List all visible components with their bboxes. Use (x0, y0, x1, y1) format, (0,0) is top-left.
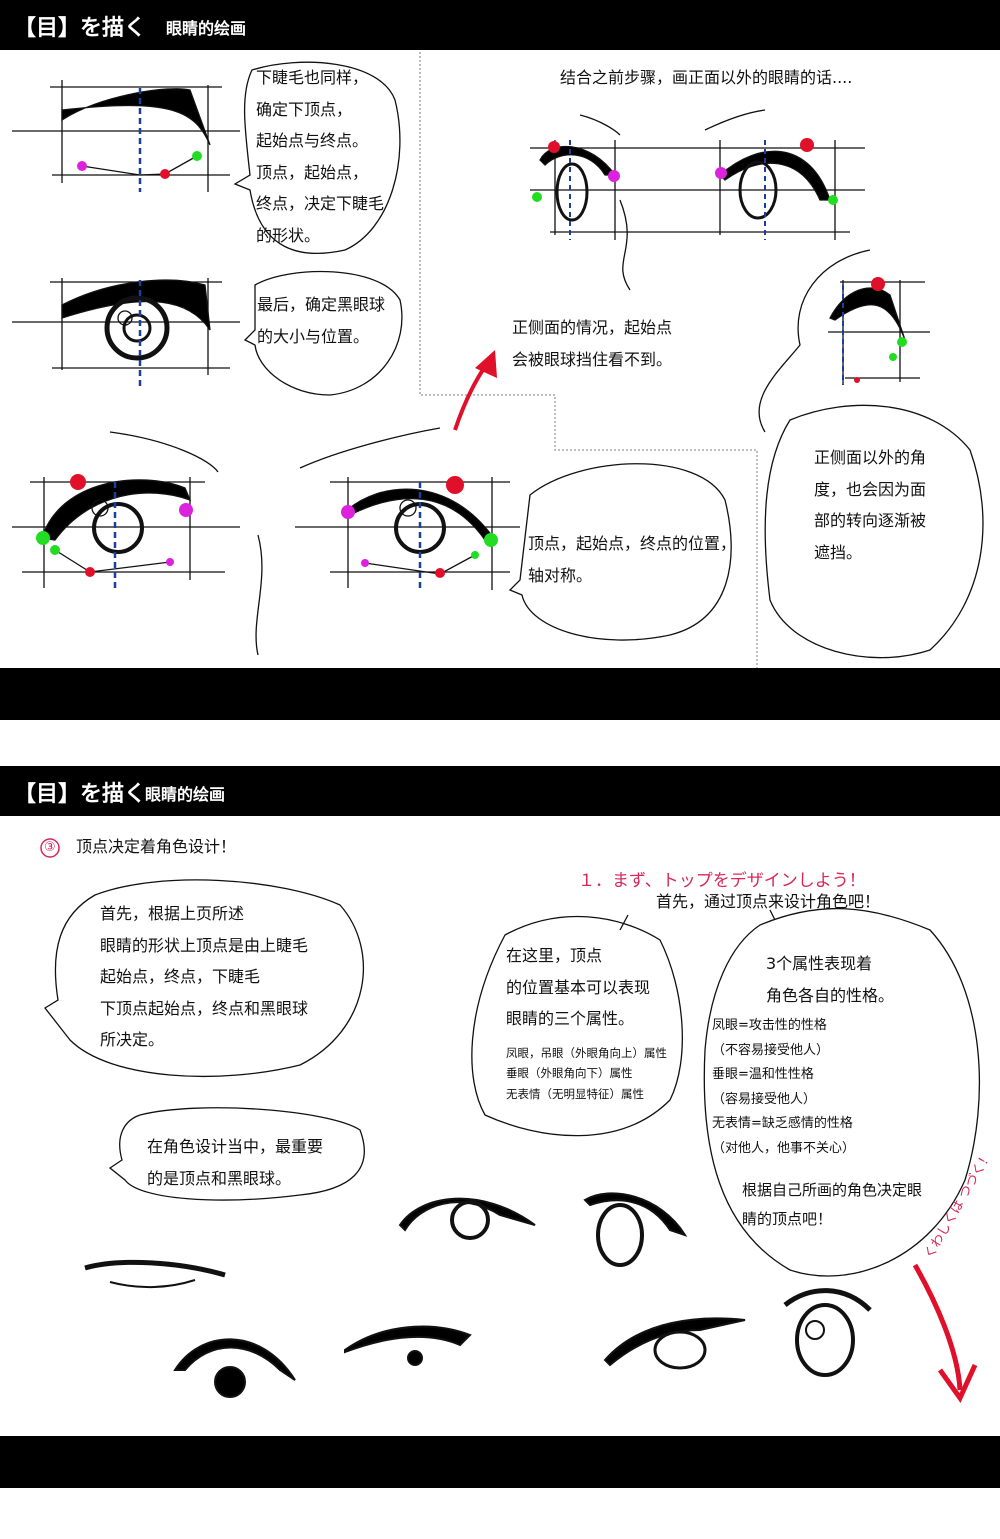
bubble-line: 垂眼（外眼角向下）属性 (506, 1066, 633, 1080)
bubble-line: 度，也会因为面 (814, 479, 927, 499)
sample-eyes (84, 1192, 872, 1398)
header-title: 眼睛的绘画 (145, 785, 226, 804)
header-tag: 【目】を描く (14, 16, 147, 41)
bubble-line: 3个属性表现着 (766, 954, 873, 973)
bubble-line: 下顶点起始点，终点和黑眼球 (100, 998, 309, 1018)
bubble-line: 下睫毛也同样， (256, 68, 369, 87)
bubble-main: 在这里，顶点 的位置基本可以表现 眼睛的三个属性。 (506, 940, 667, 1035)
bubble-line: 在这里，顶点 (506, 946, 603, 965)
bubble-line: 眼睛的形状上顶点是由上睫毛 (100, 935, 309, 955)
step-title: 顶点决定着角色设计！ (76, 837, 237, 856)
bubble-key: 在角色设计当中，最重要 的是顶点和黑眼球。 (147, 1131, 323, 1194)
caption-line: 会被眼球挡住看不到。 (512, 349, 673, 369)
bubble-line: （对他人，他事不关心） (712, 1140, 856, 1156)
bubble-line: 凤眼，吊眼（外眼角向上）属性 (506, 1045, 667, 1060)
bubble-line: 睛的顶点吧！ (742, 1210, 833, 1228)
bubble-symmetry: 顶点，起始点，终点的位置， 轴对称。 (528, 528, 736, 591)
eyebrow-guide-diagram (12, 80, 240, 192)
caption-profile: 正侧面的情况，起始点 会被眼球挡住看不到。 (512, 312, 672, 375)
bubble-line: 垂眼=温和性性格 (712, 1067, 814, 1082)
bubble-line: （容易接受他人） (712, 1091, 817, 1107)
bubble-line: 顶点，起始点，终点的位置， (528, 534, 737, 553)
bubble-line: 无表情=缺乏感情的性格 (712, 1116, 853, 1131)
bubble-line: 的位置基本可以表现 (506, 977, 651, 997)
bubble-personality-list: 凤眼=攻击性的性格 （不容易接受他人） 垂眼=温和性性格 （容易接受他人） 无表… (712, 1014, 855, 1161)
front-eyes-diagram (12, 427, 520, 656)
caption-line: 正侧面的情况，起始点 (512, 318, 673, 337)
panel1-header: 【目】を描く 眼睛的绘画 (0, 0, 1000, 50)
bubble-line: 角色各自的性格。 (766, 985, 895, 1005)
bubble-occlusion: 正侧面以外的角 度，也会因为面 部的转向逐渐被 遮挡。 (814, 442, 926, 568)
bubble-line: 在角色设计当中，最重要 (147, 1137, 324, 1156)
bubble-line: 眼睛的三个属性。 (506, 1009, 635, 1028)
caption-other-angles: 结合之前步骤，画正面以外的眼睛的话.... (560, 68, 853, 87)
bubble-lower-lash: 下睫毛也同样， 确定下顶点， 起始点与终点。 顶点，起始点， 终点，决定下睫毛 … (256, 62, 384, 251)
bubble-pupil: 最后，确定黑眼球 的大小与位置。 (257, 289, 385, 352)
bubble-line: 的是顶点和黑眼球。 (147, 1168, 292, 1188)
bubble-personality-closing: 根据自己所画的角色决定眼 睛的顶点吧！ (742, 1176, 922, 1234)
bubble-line: 起始点，终点，下睫毛 (100, 967, 261, 986)
bubble-line: 遮挡。 (814, 542, 863, 562)
subheading: 首先，通过顶点来设计角色吧！ (656, 892, 881, 911)
bubble-line: （不容易接受他人） (712, 1042, 830, 1058)
bubble-personality-main: 3个属性表现着 角色各自的性格。 (766, 948, 894, 1011)
bubble-line: 起始点与终点。 (256, 131, 369, 150)
bubble-line: 的形状。 (256, 225, 321, 245)
bubble-line: 的大小与位置。 (257, 326, 370, 346)
bubble-line: 首先，根据上页所述 (100, 904, 245, 923)
continue-arrow (912, 1263, 963, 1391)
pupil-guide-diagram (12, 278, 240, 388)
japanese-heading: １．まず、トップをデザインしよう！ (578, 871, 866, 891)
header-title: 眼睛的绘画 (166, 19, 247, 38)
bubble-line: 部的转向逐渐被 (814, 511, 927, 530)
bubble-line: 最后，确定黑眼球 (257, 295, 386, 314)
header-tag: 【目】を描く (14, 782, 147, 807)
bubble-attributes: 在这里，顶点 的位置基本可以表现 眼睛的三个属性。 凤眼，吊眼（外眼角向上）属性… (506, 940, 667, 1104)
bubble-line: 终点，决定下睫毛 (256, 194, 385, 213)
three-quarter-eyes-diagram (530, 109, 865, 291)
divider-bar (0, 668, 1000, 720)
step-number: ③ (44, 840, 56, 855)
footer-bar (0, 1436, 1000, 1488)
bubble-line: 顶点，起始点， (256, 162, 369, 182)
bubble-line: 凤眼=攻击性的性格 (712, 1018, 827, 1033)
bubble-line: 正侧面以外的角 (814, 448, 927, 467)
bubble-line: 根据自己所画的角色决定眼 (742, 1181, 923, 1199)
bubble-line: 所决定。 (100, 1030, 165, 1049)
bubble-intro: 首先，根据上页所述 眼睛的形状上顶点是由上睫毛 起始点，终点，下睫毛 下顶点起始… (100, 898, 308, 1056)
panel2-header: 【目】を描く 眼睛的绘画 (0, 766, 1000, 816)
profile-eye-diagram (758, 249, 930, 433)
bubble-small: 凤眼，吊眼（外眼角向上）属性 垂眼（外眼角向下）属性 无表情（无明显特征）属性 (506, 1043, 667, 1105)
bubble-line: 确定下顶点， (256, 99, 353, 119)
bubble-line: 无表情（无明显特征）属性 (506, 1086, 644, 1101)
bubble-line: 轴对称。 (528, 565, 593, 585)
